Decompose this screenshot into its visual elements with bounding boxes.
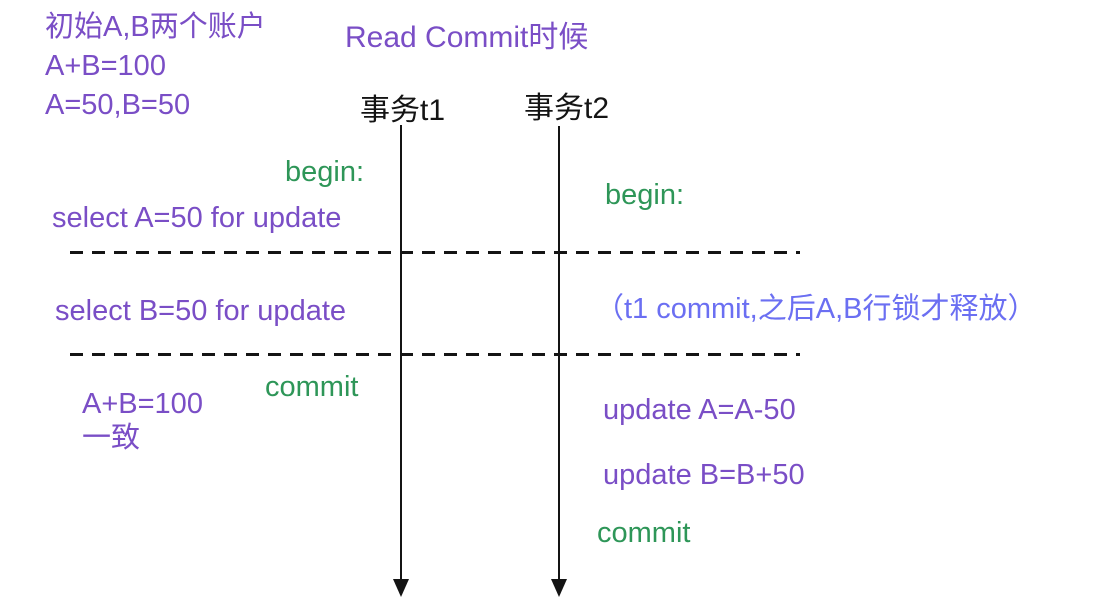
timeline-t1-arrowhead-icon [393, 579, 409, 597]
phase-separator-top [70, 251, 800, 254]
t1-select-a-statement: select A=50 for update [52, 202, 342, 234]
t2-update-b-statement: update B=B+50 [603, 459, 805, 491]
scenario-title: Read Commit时候 [345, 21, 589, 54]
initial-state-note: 初始A,B两个账户 A+B=100 A=50,B=50 [45, 8, 266, 125]
initial-state-line-3: A=50,B=50 [45, 89, 191, 121]
t1-commit-statement: commit [265, 371, 359, 403]
t2-lock-release-note: （t1 commit,之后A,B行锁才释放） [595, 293, 1037, 325]
t1-result-line-1: A+B=100 [82, 388, 203, 420]
initial-state-line-1: 初始A,B两个账户 [45, 11, 266, 43]
t1-result-line-2: 一致 [82, 422, 141, 454]
timeline-t2-arrowhead-icon [551, 579, 567, 597]
initial-state-line-2: A+B=100 [45, 50, 166, 82]
t2-begin-statement: begin: [605, 179, 685, 211]
timeline-t1-label: 事务t1 [360, 94, 446, 127]
t1-begin-statement: begin: [285, 156, 365, 188]
t2-update-a-statement: update A=A-50 [603, 394, 796, 426]
t1-result-note: A+B=100 一致 [82, 387, 203, 455]
phase-separator-bottom [70, 353, 800, 356]
t1-select-b-statement: select B=50 for update [55, 295, 347, 327]
timeline-t2-label: 事务t2 [524, 92, 610, 125]
t2-commit-statement: commit [597, 517, 691, 549]
